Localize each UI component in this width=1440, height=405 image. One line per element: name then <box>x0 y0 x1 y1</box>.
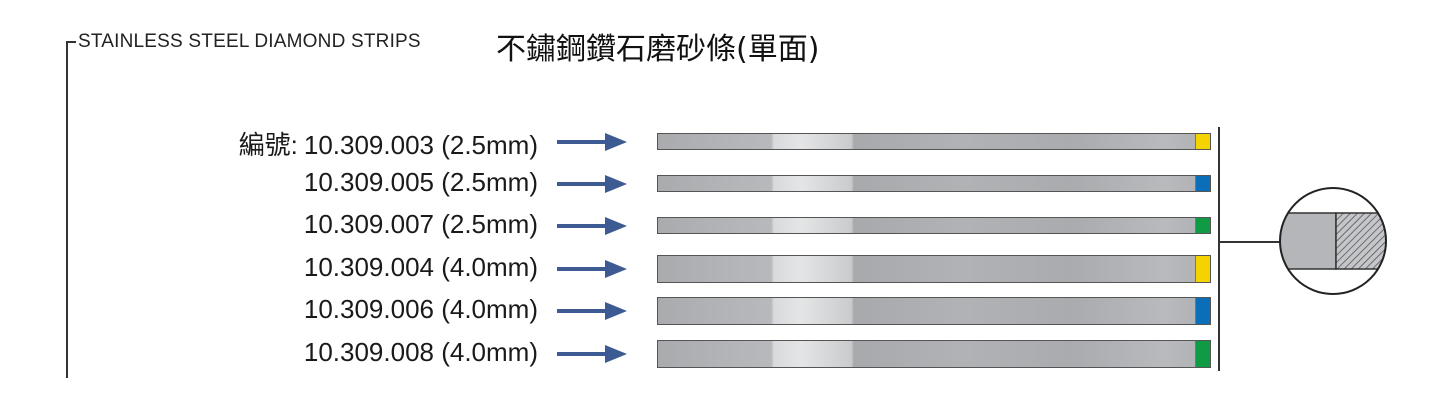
color-code-tip <box>1195 256 1210 282</box>
product-code: 10.309.005 (2.5mm) <box>303 166 538 197</box>
product-code: 10.309.003 (2.5mm) <box>303 129 538 160</box>
title-chinese: 不鏽鋼鑽石磨砂條(單面) <box>496 32 820 67</box>
product-code-label: 10.309.006 (4.0mm) <box>304 294 538 325</box>
title-english: STAINLESS STEEL DIAMOND STRIPS <box>78 31 421 52</box>
diamond-strip <box>657 133 1211 150</box>
product-code-label: 編號:10.309.003 (2.5mm) <box>239 125 538 162</box>
product-code-label: 10.309.005 (2.5mm) <box>304 167 538 198</box>
product-code: 10.309.006 (4.0mm) <box>303 294 538 324</box>
product-code: 10.309.007 (2.5mm) <box>303 208 538 239</box>
diamond-strip <box>657 297 1211 325</box>
product-code-label: 10.309.008 (4.0mm) <box>304 337 538 368</box>
arrow-right-icon <box>557 345 627 363</box>
arrow-right-icon <box>557 132 627 151</box>
color-code-tip <box>1195 298 1210 324</box>
detail-magnifier <box>1279 187 1387 295</box>
color-code-tip <box>1195 341 1210 367</box>
connector-line <box>1218 127 1220 371</box>
product-code-label: 10.309.007 (2.5mm) <box>304 209 538 240</box>
color-code-tip <box>1195 176 1210 191</box>
bracket-line <box>66 41 68 378</box>
diamond-strip <box>657 340 1211 368</box>
arrow-right-icon <box>557 260 627 278</box>
product-code: 10.309.004 (4.0mm) <box>303 252 538 282</box>
connector-line <box>1218 241 1281 243</box>
product-code: 10.309.008 (4.0mm) <box>303 337 538 367</box>
diamond-strip <box>657 175 1211 192</box>
diamond-strip <box>657 217 1211 234</box>
code-prefix: 編號: <box>238 129 298 160</box>
arrow-right-icon <box>557 174 627 193</box>
bracket-line <box>66 41 76 43</box>
arrow-right-icon <box>557 216 627 235</box>
diamond-coated-area <box>1335 212 1386 270</box>
product-code-label: 10.309.004 (4.0mm) <box>304 252 538 283</box>
color-code-tip <box>1195 134 1210 149</box>
arrow-right-icon <box>557 302 627 320</box>
diamond-strip <box>657 255 1211 283</box>
color-code-tip <box>1195 218 1210 233</box>
strip-cross-section <box>1280 212 1337 270</box>
